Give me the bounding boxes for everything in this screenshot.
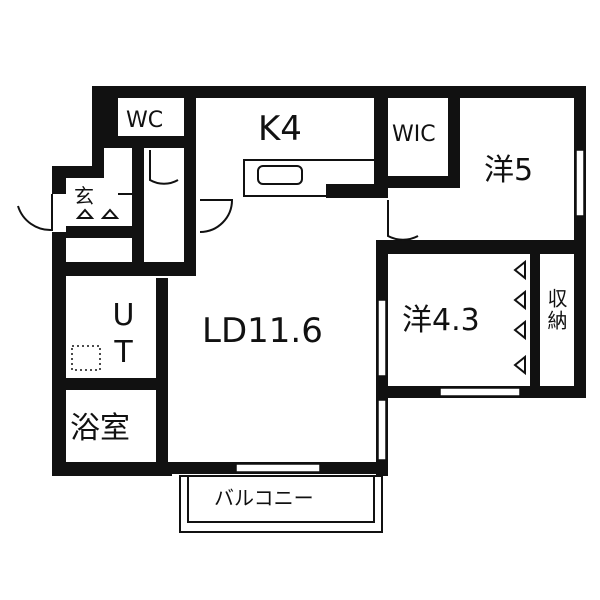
room-storage-label: 収納	[544, 288, 568, 332]
doors	[17, 150, 419, 241]
room-kitchen-label: K4	[258, 109, 302, 149]
balcony	[179, 475, 383, 533]
balcony-label: バルコニー	[214, 486, 314, 510]
windows	[235, 149, 585, 473]
washing-machine-pan	[71, 345, 101, 371]
room-entrance-label: 玄	[74, 184, 94, 208]
interior-walls	[66, 98, 586, 468]
room-western-2-label: 洋4.3	[402, 303, 480, 338]
room-bathroom-label: 浴室	[70, 411, 130, 446]
room-wic-label: WIC	[392, 122, 436, 147]
kitchen-counter	[243, 159, 377, 197]
room-utility-label: UT	[106, 298, 141, 372]
room-wc-label: WC	[126, 108, 164, 133]
room-ldk-label: LD11.6	[202, 311, 323, 351]
room-western-1-label: 洋5	[484, 153, 534, 188]
closet-marks	[75, 208, 526, 376]
